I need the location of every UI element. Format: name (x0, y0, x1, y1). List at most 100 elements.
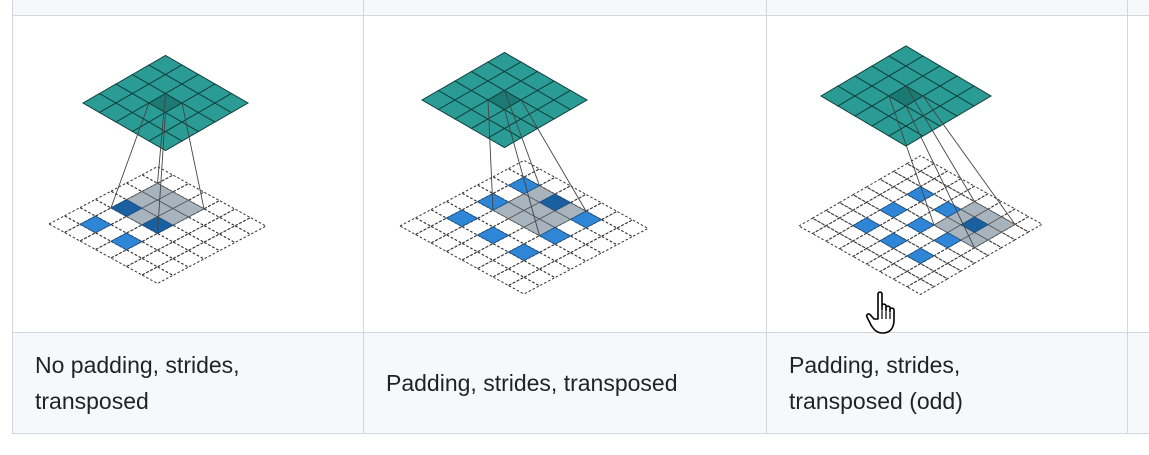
image-cell-4-partial (1127, 15, 1149, 333)
input-cell (125, 257, 159, 276)
input-cell (892, 163, 922, 180)
input-cell (838, 225, 868, 242)
input-cell (156, 258, 190, 276)
input-cell (476, 243, 510, 261)
input-cell (838, 240, 868, 257)
input-cell (919, 162, 949, 180)
input-cell (932, 262, 963, 280)
projection-line (905, 105, 975, 248)
input-cell (125, 241, 159, 259)
input-cell (429, 200, 464, 219)
projection-line (888, 95, 935, 226)
input-cell (47, 215, 82, 234)
input-cell (905, 278, 936, 295)
diagram-no-padding-strides-transposed (47, 54, 268, 285)
input-cell (218, 225, 252, 244)
input-cell (824, 217, 855, 234)
input-cell (959, 185, 990, 203)
input-cell (476, 209, 510, 228)
input-grid (797, 155, 1044, 295)
input-cell (109, 249, 144, 268)
input-value-cell (906, 186, 935, 203)
input-cell (202, 233, 237, 252)
input-cell (94, 224, 128, 242)
input-cell (476, 259, 510, 278)
input-cell (878, 186, 909, 203)
input-cell (125, 174, 159, 193)
input-value-cell (79, 215, 112, 234)
input-cell (171, 249, 206, 268)
input-value-cell (906, 216, 935, 234)
input-cell (63, 207, 97, 225)
input-cell (429, 234, 464, 253)
input-cell (460, 217, 495, 236)
input-cell (878, 263, 909, 280)
input-cell (946, 255, 976, 272)
input-cell (838, 209, 868, 227)
input-cell (522, 251, 557, 270)
input-value-cell (852, 217, 881, 234)
input-value-cell (538, 193, 572, 212)
input-cell (63, 223, 97, 242)
input-cell (507, 226, 541, 245)
projection-line (157, 93, 166, 184)
input-value-cell (879, 232, 908, 249)
input-value-cell (933, 232, 962, 249)
input-cell (140, 232, 175, 251)
input-cell (445, 192, 479, 211)
input-cell (94, 240, 128, 259)
input-cell (569, 243, 603, 262)
projection-line (504, 90, 540, 186)
input-cell (187, 241, 221, 260)
input-cell (491, 251, 526, 270)
output-cell (552, 89, 589, 111)
caption-cell-1: No padding, strides, transposed (12, 332, 364, 434)
input-cell (187, 224, 221, 243)
input-cell (140, 249, 175, 268)
input-cell (553, 252, 588, 270)
input-cell (615, 219, 650, 238)
input-value-cell (879, 201, 908, 219)
input-cell (811, 209, 841, 227)
input-cell (94, 190, 128, 209)
input-cell (905, 263, 936, 280)
input-cell (892, 270, 922, 288)
projection-lines (487, 90, 587, 236)
caption-text-1: No padding, strides, transposed (35, 347, 240, 419)
caption-text-3: Padding, strides, transposed (odd) (789, 347, 963, 419)
input-cell (538, 260, 572, 279)
input-cell (414, 209, 448, 227)
input-cell (797, 217, 828, 235)
input-cell (491, 168, 526, 186)
input-cell (507, 260, 541, 278)
input-cell (522, 268, 557, 287)
input-cell (892, 255, 922, 272)
output-cell (956, 85, 992, 107)
input-cell (838, 194, 868, 211)
input-cell (202, 200, 237, 218)
output-grid (420, 51, 589, 149)
input-cell (905, 201, 936, 218)
input-cell (946, 178, 976, 195)
input-cell (218, 208, 252, 227)
input-cell (878, 247, 909, 265)
input-cell (429, 217, 464, 236)
caption-line: transposed (odd) (789, 388, 963, 414)
input-cell (156, 224, 190, 243)
header-cell-1 (12, 0, 364, 16)
input-cell (507, 159, 541, 178)
input-cell (491, 234, 526, 253)
input-cell (140, 266, 175, 285)
input-cell (865, 255, 895, 273)
input-value-cell (960, 216, 989, 233)
input-cell (811, 225, 841, 242)
input-cell (959, 247, 990, 264)
input-cell (600, 210, 634, 229)
input-value-cell (445, 209, 479, 228)
input-value-cell (507, 243, 541, 262)
input-cell (865, 240, 895, 257)
input-cell (932, 170, 963, 187)
input-cell (905, 232, 936, 249)
input-cell (414, 225, 448, 244)
caption-line: No padding, strides, (35, 352, 240, 378)
